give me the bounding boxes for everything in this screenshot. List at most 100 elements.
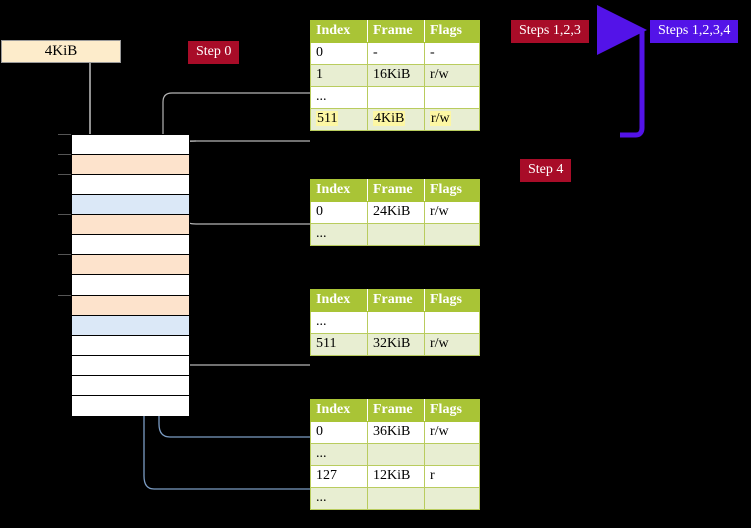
cell-frame: 4KiB (367, 108, 425, 131)
cell-flags (424, 311, 480, 334)
highlighted-value: 511 (316, 111, 339, 126)
table-row: ... (310, 487, 480, 510)
memory-row-tick (58, 134, 71, 135)
memory-frame-row (72, 215, 189, 236)
cell-index: ... (310, 311, 368, 334)
memory-frame-row (72, 355, 189, 376)
cell-index: 511 (310, 333, 368, 356)
cell-index: 0 (310, 421, 368, 444)
cell-flags: r (424, 465, 480, 488)
memory-frame-row (72, 255, 189, 276)
column-header-flags: Flags (424, 289, 480, 312)
cell-frame (367, 443, 425, 466)
memory-frame-row (72, 335, 189, 356)
column-header-index: Index (310, 289, 368, 312)
badge-step-0: Step 0 (188, 41, 240, 64)
memory-row-tick (58, 174, 71, 176)
memory-frame-row (72, 315, 189, 336)
memory-frame-row (72, 175, 189, 196)
table-row: 0-- (310, 42, 480, 65)
memory-row-tick (58, 154, 71, 156)
physical-memory-column (71, 134, 190, 416)
memory-row-tick (58, 254, 71, 256)
cell-frame: 36KiB (367, 421, 425, 444)
cell-index: 127 (310, 465, 368, 488)
table-row: ... (310, 311, 480, 334)
cell-index: ... (310, 223, 368, 246)
cell-frame (367, 86, 425, 109)
cell-index: ... (310, 487, 368, 510)
cell-frame: 24KiB (367, 201, 425, 224)
column-header-frame: Frame (367, 20, 425, 43)
cell-flags: r/w (424, 421, 480, 444)
cell-flags: r/w (424, 333, 480, 356)
memory-size-label: 4KiB (1, 40, 121, 63)
table-row: ... (310, 86, 480, 109)
cell-frame (367, 223, 425, 246)
cell-index: 0 (310, 201, 368, 224)
column-header-flags: Flags (424, 179, 480, 202)
memory-frame-row (72, 155, 189, 176)
memory-frame-row (72, 375, 189, 396)
column-header-index: Index (310, 399, 368, 422)
column-header-frame: Frame (367, 399, 425, 422)
cell-flags: r/w (424, 64, 480, 87)
cell-flags (424, 487, 480, 510)
table-row: 511 4KiB r/w (310, 108, 480, 131)
cell-frame (367, 487, 425, 510)
memory-frame-row (72, 235, 189, 256)
cell-flags: r/w (424, 108, 480, 131)
memory-frame-row (72, 275, 189, 296)
cell-frame (367, 311, 425, 334)
column-header-flags: Flags (424, 20, 480, 43)
badge-steps-123: Steps 1,2,3 (511, 20, 589, 43)
cell-index: 0 (310, 42, 368, 65)
column-header-index: Index (310, 20, 368, 43)
cell-flags: - (424, 42, 480, 65)
memory-frame-row (72, 135, 189, 156)
column-header-index: Index (310, 179, 368, 202)
memory-frame-row (72, 295, 189, 316)
cell-index: 1 (310, 64, 368, 87)
cell-flags (424, 223, 480, 246)
badge-step-4: Step 4 (520, 159, 572, 182)
memory-row-tick (58, 214, 71, 216)
cell-index: ... (310, 86, 368, 109)
cell-index: 511 (310, 108, 368, 131)
table-row: ... (310, 443, 480, 466)
column-header-flags: Flags (424, 399, 480, 422)
column-header-frame: Frame (367, 289, 425, 312)
cell-frame: 32KiB (367, 333, 425, 356)
cell-index: ... (310, 443, 368, 466)
cell-frame: 12KiB (367, 465, 425, 488)
cell-frame: 16KiB (367, 64, 425, 87)
cell-flags (424, 443, 480, 466)
memory-row-tick (58, 294, 71, 296)
memory-frame-row (72, 395, 189, 416)
table-row: ... (310, 223, 480, 246)
highlighted-value: 4KiB (373, 111, 406, 126)
highlighted-value: r/w (430, 111, 451, 126)
badge-steps-1234: Steps 1,2,3,4 (650, 20, 739, 43)
cell-frame: - (367, 42, 425, 65)
cell-flags: r/w (424, 201, 480, 224)
column-header-frame: Frame (367, 179, 425, 202)
memory-frame-row (72, 195, 189, 216)
